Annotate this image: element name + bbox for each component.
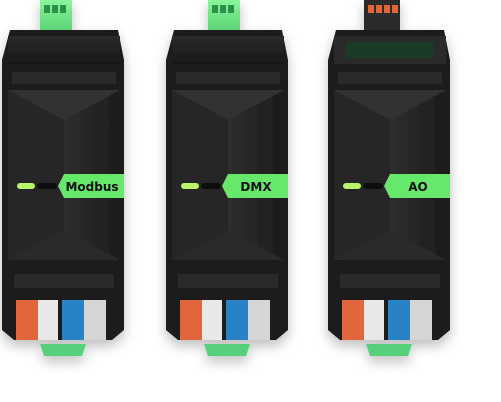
status-led (343, 183, 361, 189)
module-label: AO (408, 180, 428, 194)
bottom-terminals (180, 300, 270, 340)
module-ao: AO (328, 0, 450, 356)
bottom-terminals (16, 300, 106, 340)
module-label: Modbus (65, 180, 118, 194)
module-label-tag (222, 174, 288, 198)
module-dmx: DMX (166, 0, 288, 356)
module-label: DMX (240, 180, 272, 194)
module-modbus: Modbus (2, 0, 124, 356)
module-label-tag (58, 174, 124, 198)
module-label-tag (384, 174, 450, 198)
status-led (181, 183, 199, 189)
status-led (17, 183, 35, 189)
bottom-terminals (342, 300, 432, 340)
